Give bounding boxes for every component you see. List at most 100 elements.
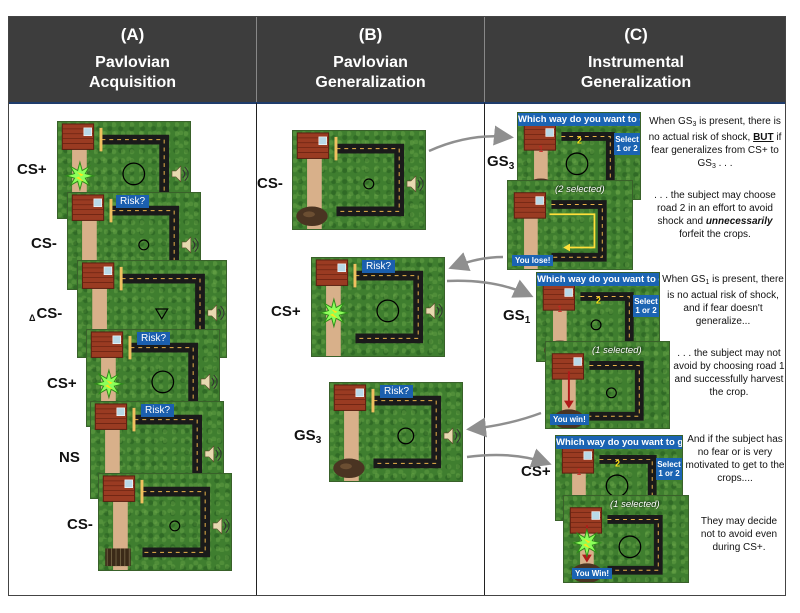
barn-icon [81,262,115,289]
barrier [353,263,357,288]
note-text: forfeit the crops. [679,229,751,240]
barn-icon [102,475,136,502]
outcome-badge-win: You Win! [572,568,612,579]
crop-field [105,548,131,567]
label-delta-cs-minus: ΔCS- [29,305,62,323]
note-text: is present, there is no actual risk of s… [648,116,781,143]
circle-stimulus [605,474,629,498]
question-banner: Which way do you want to go? [518,113,640,126]
road-number-1: 1 [538,144,543,154]
header-panel-b: (B) Pavlovian Generalization [257,17,484,103]
road-markings [607,518,659,571]
shock-burst-icon [571,527,603,559]
barrier [119,266,123,291]
risk-prompt: Risk? [137,332,171,345]
road-markings [336,148,400,212]
select-line1: Select [615,135,639,144]
road [373,395,442,469]
header-divider [484,17,485,103]
select-line2: 1 or 2 [635,306,657,315]
barrier [132,407,136,432]
road-markings [130,347,194,409]
barrier [128,335,132,360]
circle-stimulus [363,178,375,190]
label-text: CS- [36,305,63,322]
question-banner: Which way do you want to go? [556,436,683,449]
circle-stimulus [397,427,415,445]
speaker-icon [171,165,189,183]
shock-burst-icon [93,368,125,400]
note-no-avoid: They may decide not to avoid even during… [700,516,778,553]
selection-caption: (1 selected) [610,499,660,510]
note-text: is present, there is no actual risk of s… [667,274,784,327]
speaker-icon [406,175,424,193]
road-markings [142,491,206,553]
label-cs-minus: CS- [67,516,93,533]
panel-b-letter: (B) [358,25,383,44]
scene-c2-outcome: (2 selected) You lose! [507,180,633,270]
panel-a-title-line2: Acquisition [88,74,177,91]
note-emphasis: unnecessarily [705,216,773,227]
speaker-icon [181,236,199,254]
speaker-icon [212,517,230,535]
panel-c-title-line2: Generalization [580,74,692,91]
road-markings [134,419,198,481]
scene-b1 [292,130,426,230]
label-gs3: GS3 [294,427,321,446]
risk-prompt: Risk? [141,404,175,417]
scene-b3: Risk? [329,382,463,482]
circle-stimulus [605,387,617,399]
barn-icon [71,194,105,221]
label-subscript: 3 [315,435,322,446]
circle-stimulus [169,520,181,532]
road [142,486,211,558]
panel-a-title-line1: Pavlovian [95,54,170,71]
circle-stimulus [376,299,400,323]
risk-prompt: Risk? [116,195,150,208]
barn-icon [61,123,95,150]
barrier [140,479,144,504]
circle-stimulus [618,535,642,559]
circle-stimulus [151,370,175,394]
road-number-2: 2 [577,135,582,145]
select-line2: 1 or 2 [658,469,680,478]
scene-c4-outcome: (1 selected) You win! [545,341,670,429]
scene-b2: Risk? [311,257,445,357]
note-subscript: 3 [692,121,697,128]
label-subscript: 1 [524,315,531,326]
figure: (A) Pavlovian Acquisition (B) Pavlovian … [8,16,786,596]
barn-icon [296,132,330,159]
shock-burst-icon [318,297,350,329]
note-no-fear: And if the subject has no fear or is ver… [685,434,785,484]
panel-b-title-line1: Pavlovian [333,54,408,71]
label-cs-minus: CS- [257,175,283,192]
lightning-icon [105,379,113,390]
outcome-badge-lose: You lose! [512,255,554,266]
road-markings [373,400,437,464]
label-cs-plus: CS+ [521,463,551,480]
road-number-2: 2 [596,295,601,305]
note-text: if fear generalizes from CS+ to GS [651,132,782,169]
note-gs1-no-fear: When GS1 is present, there is no actual … [661,273,785,328]
label-text: GS [294,427,316,444]
barn-icon [94,403,128,430]
arrowhead [582,554,592,563]
barn-icon [90,331,124,358]
scene-a6 [98,473,232,571]
triangle-stimulus [154,308,169,320]
dirt-highlight [303,211,315,218]
arrow-gs3-to-csplus [448,252,504,271]
label-text: GS [503,307,525,324]
header-divider [256,17,257,103]
label-text: GS [487,153,509,170]
lightning-icon [583,539,591,549]
scene-c6-outcome: (1 selected) You Win! [563,495,689,583]
note-gs3-fear: When GS3 is present, there is no actual … [645,115,785,173]
road [336,143,405,217]
barn-icon [333,384,367,411]
barrier [109,198,113,223]
header-panel-a: (A) Pavlovian Acquisition [9,17,256,103]
arrow-gs1-to-gs3 [466,411,542,438]
arrowhead [564,400,574,409]
note-emphasis: BUT [753,132,774,143]
